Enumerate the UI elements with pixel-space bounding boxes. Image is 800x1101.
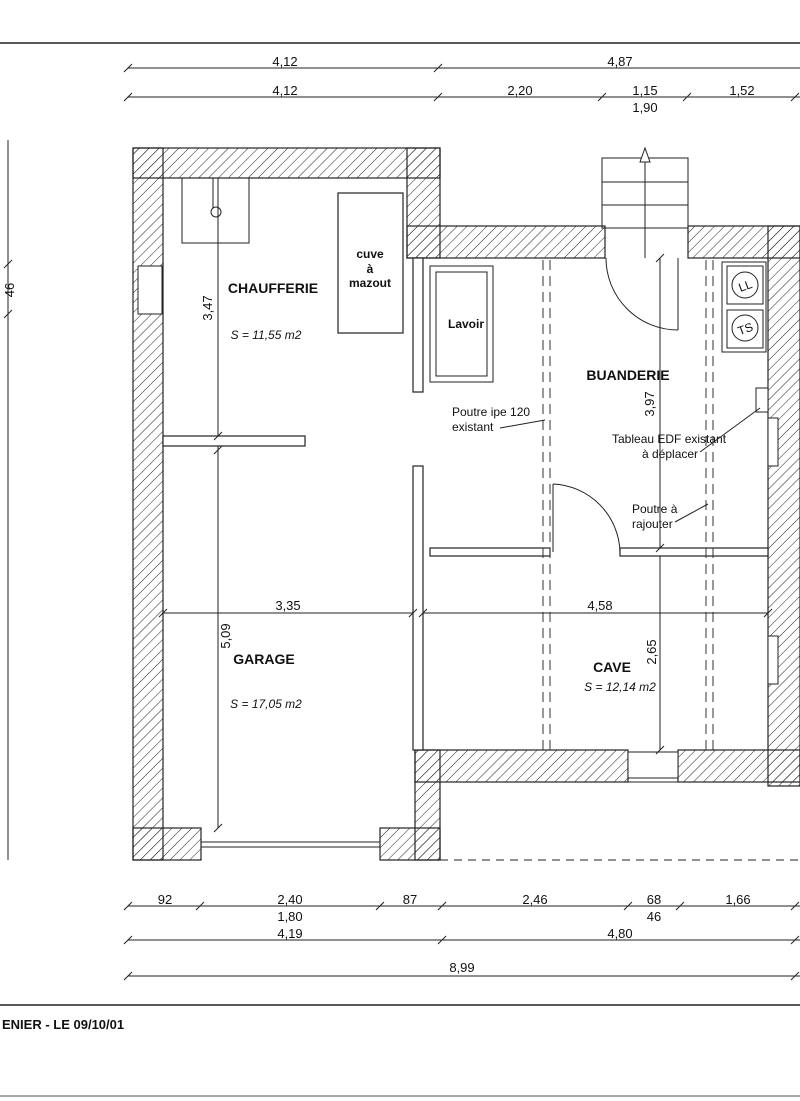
dim-buanderie-height: 3,97 — [642, 391, 657, 416]
dim-bottom-3: 8,99 — [449, 960, 474, 975]
dim-bottom-1c: 87 — [403, 892, 417, 907]
machine-ts-label: TS — [736, 320, 755, 338]
dim-top-1a: 4,12 — [272, 54, 297, 69]
garage-door — [201, 841, 380, 848]
left-wall-opening — [137, 265, 163, 315]
annotation-tableau-edf-1: Tableau EDF existant — [612, 432, 727, 446]
interior-partitions — [162, 257, 769, 751]
room-cave-name: CAVE — [593, 659, 631, 675]
dim-bottom-1e: 68 — [647, 892, 661, 907]
cuve-label-1: cuve — [356, 247, 384, 261]
exterior-walls — [132, 147, 800, 861]
annotation-poutre-rajouter-arrow — [674, 503, 709, 523]
room-chaufferie-area: S = 11,55 m2 — [231, 328, 302, 342]
chimney-fixture — [181, 177, 250, 244]
interior-dimension-lines — [158, 178, 773, 833]
dim-bottom-2b: 4,80 — [607, 926, 632, 941]
dim-top-2d: 1,52 — [729, 83, 754, 98]
dim-top-2a: 4,12 — [272, 83, 297, 98]
left-dimension-line — [3, 140, 13, 860]
dim-cave-width: 4,58 — [587, 598, 612, 613]
bottom-dimension-row-2 — [123, 935, 800, 945]
dim-bottom-1d: 2,46 — [522, 892, 547, 907]
dim-garage-width: 3,35 — [275, 598, 300, 613]
dim-top-2b: 2,20 — [507, 83, 532, 98]
dim-cave-height: 2,65 — [644, 639, 659, 664]
machine-ll-label: LL — [737, 277, 755, 295]
annotation-poutre-existant-1: Poutre ipe 120 — [452, 405, 530, 419]
annotation-poutre-rajouter-2: rajouter — [632, 517, 673, 531]
room-chaufferie-name: CHAUFFERIE — [228, 280, 318, 296]
dim-bottom-1a: 92 — [158, 892, 172, 907]
annotation-poutre-existant-arrow — [499, 419, 546, 429]
edf-panel — [755, 387, 769, 413]
annex-outline — [439, 781, 800, 861]
lavoir-sink — [429, 265, 494, 383]
right-wall-opening-2 — [767, 635, 779, 685]
dim-top-1b: 4,87 — [607, 54, 632, 69]
dim-left: 46 — [2, 283, 17, 297]
cuve-label-3: mazout — [349, 276, 391, 290]
room-cave-area: S = 12,14 m2 — [584, 680, 656, 694]
dim-chaufferie-height: 3,47 — [200, 295, 215, 320]
washing-machines — [721, 261, 767, 353]
annotation-poutre-rajouter-1: Poutre à — [632, 502, 678, 516]
top-dimension-row-2 — [123, 92, 800, 102]
room-garage-area: S = 17,05 m2 — [230, 697, 302, 711]
cuve-label-2: à — [367, 262, 374, 276]
dim-bottom-1-sub-b: 46 — [647, 909, 661, 924]
staircase — [601, 146, 689, 258]
annotation-poutre-existant-2: existant — [452, 420, 494, 434]
dim-bottom-2a: 4,19 — [277, 926, 302, 941]
door-cave — [552, 483, 621, 553]
footer-text: ENIER - LE 09/10/01 — [2, 1017, 124, 1032]
dim-top-2c: 1,15 — [632, 83, 657, 98]
annotation-tableau-edf-2: à déplacer — [642, 447, 698, 461]
bottom-dimension-row-3 — [123, 971, 800, 981]
room-buanderie-name: BUANDERIE — [586, 367, 669, 383]
bottom-dimension-row-1 — [123, 901, 800, 911]
dim-bottom-1f: 1,66 — [725, 892, 750, 907]
cuve-mazout-tank — [337, 192, 404, 334]
lavoir-label: Lavoir — [448, 317, 484, 331]
room-garage-name: GARAGE — [233, 651, 294, 667]
dim-bottom-1-sub-a: 1,80 — [277, 909, 302, 924]
dim-bottom-1b: 2,40 — [277, 892, 302, 907]
cave-bottom-opening — [627, 751, 679, 779]
door-buanderie — [605, 257, 679, 331]
annotation-tableau-edf-arrow — [699, 407, 761, 453]
top-dimension-row-1 — [123, 63, 800, 73]
dim-garage-height: 5,09 — [218, 623, 233, 648]
dim-top-2-sub: 1,90 — [632, 100, 657, 115]
right-wall-opening-1 — [767, 417, 779, 467]
dashed-beams — [542, 260, 714, 750]
